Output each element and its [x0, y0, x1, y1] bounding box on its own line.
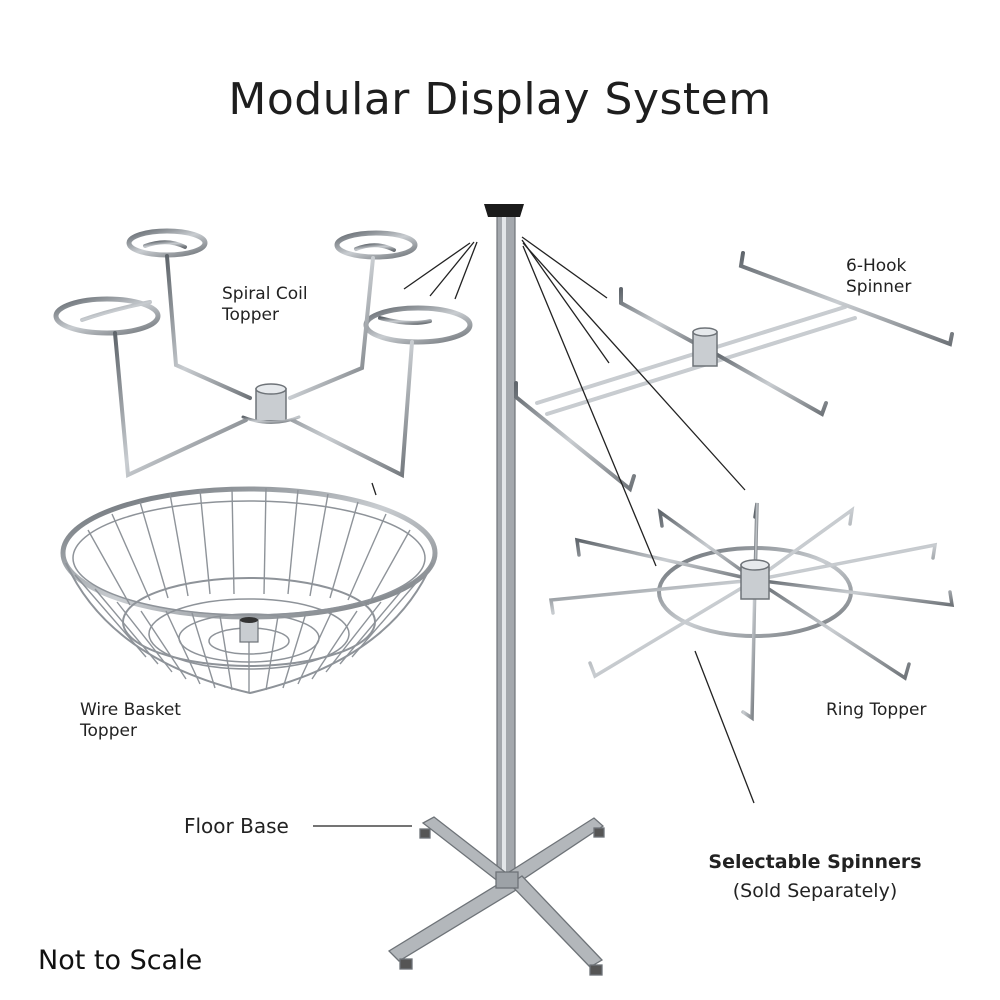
basket-ribs	[74, 487, 424, 692]
sold-separately-label: (Sold Separately)	[732, 880, 898, 902]
floor-base	[387, 816, 605, 976]
spiral-coil-topper-label: Spiral Coil Topper	[222, 284, 308, 327]
ring-topper-label: Ring Topper	[826, 700, 927, 720]
spiral-coil-topper	[53, 228, 473, 479]
wire-basket-topper-label-line1: Wire Basket	[80, 700, 181, 720]
six-hook-spinner-label-line2: Spinner	[846, 277, 912, 298]
floor-base-label: Floor Base	[184, 814, 289, 838]
six-hook-spinner	[514, 251, 954, 493]
callout-lines	[313, 236, 755, 827]
wire-basket-topper	[60, 486, 438, 695]
spiral-coil-topper-label-line1: Spiral Coil	[222, 284, 308, 304]
six-hook-spinner-label: 6-Hook Spinner	[846, 256, 911, 299]
selectable-spinners-label: Selectable Spinners	[708, 851, 922, 873]
six-hook-spinner-label-line1: 6-Hook	[846, 256, 907, 276]
diagram-title: Modular Display System	[228, 74, 772, 125]
wire-basket-topper-label-line2: Topper	[80, 721, 137, 742]
spiral-coil-topper-label-line2: Topper	[222, 305, 279, 326]
not-to-scale-note: Not to Scale	[38, 945, 203, 976]
wire-basket-topper-label: Wire Basket Topper	[80, 700, 181, 743]
pole-cap	[484, 204, 524, 217]
center-pole	[484, 204, 524, 889]
ring-topper	[548, 502, 955, 722]
